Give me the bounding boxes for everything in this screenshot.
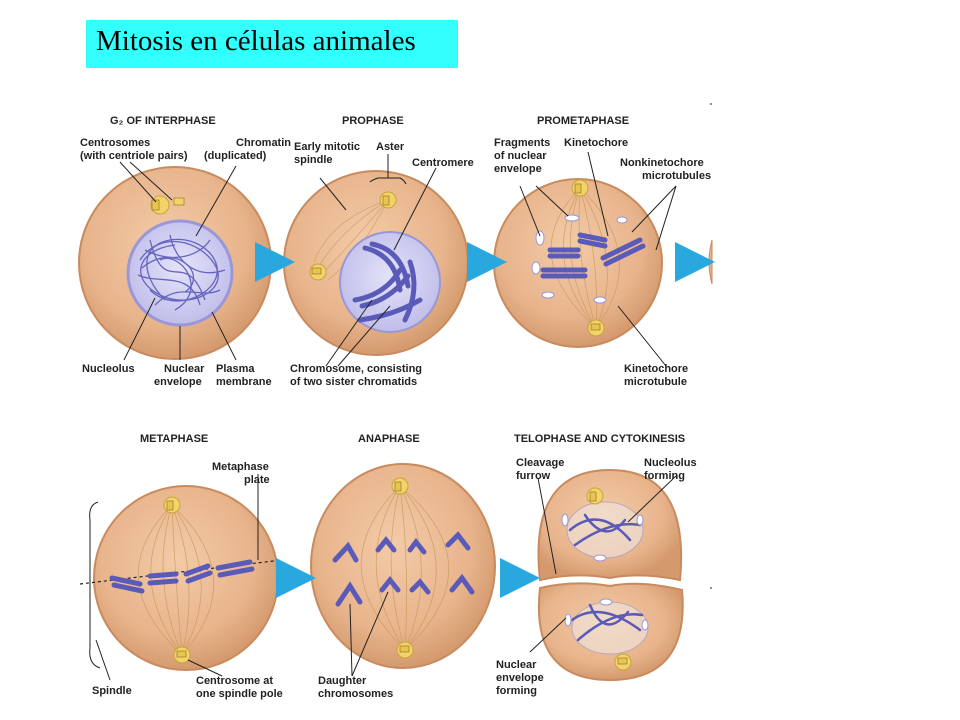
label-aster: Aster: [376, 141, 405, 153]
centrosome-metaphase-2: [173, 646, 191, 664]
label-nonkinetochore: Nonkinetochore microtubules: [620, 157, 711, 182]
cell-g2: [78, 166, 272, 360]
centrosome-anaphase-2: [396, 641, 414, 659]
centrosome-anaphase-1: [391, 477, 409, 495]
centrosome-prophase-2: [309, 263, 327, 281]
label-early-spindle: Early mitotic spindle: [294, 141, 363, 166]
stage-title-metaphase: METAPHASE: [140, 433, 208, 445]
prophase-chromosomes: [352, 241, 423, 323]
spindle-bracket: [89, 501, 101, 669]
label-nucleolus: Nucleolus: [82, 363, 135, 375]
stage-title-prometaphase: PROMETAPHASE: [537, 115, 629, 127]
label-kinetochore: Kinetochore: [564, 137, 628, 149]
label-envelope-forming: Nuclear envelope forming: [496, 659, 547, 697]
label-centromere: Centromere: [412, 157, 474, 169]
label-nuclear-envelope: Nuclear envelope: [154, 363, 207, 388]
leader-lines: [95, 151, 677, 681]
centrosome-metaphase-1: [163, 496, 181, 514]
label-cleavage: Cleavage furrow: [516, 457, 567, 482]
stage-arrows: [255, 242, 715, 598]
anaphase-chromosomes: [332, 531, 475, 607]
centrosome-prophase-1: [379, 191, 397, 209]
centrosome-telophase-2: [614, 653, 632, 671]
envelope-fragments: [531, 214, 628, 304]
cell-prometaphase: [493, 178, 663, 348]
metaphase-chromosomes: [109, 559, 255, 594]
stage-title-anaphase: ANAPHASE: [358, 433, 420, 445]
stage-title-g2: G₂ OF INTERPHASE: [110, 115, 216, 127]
label-plasma-membrane: Plasma membrane: [216, 363, 272, 388]
label-daughter: Daughter chromosomes: [318, 675, 393, 700]
stage-title-telophase: TELOPHASE AND CYTOKINESIS: [514, 433, 685, 445]
page-title: Mitosis en células animales: [96, 25, 416, 57]
prometaphase-chromosomes: [540, 232, 646, 279]
centrosome-prometaphase-2: [587, 319, 605, 337]
label-metaphase-plate: Metaphase plate: [212, 461, 272, 486]
cell-telophase: [537, 468, 684, 682]
envelope-forming-fragments: [561, 513, 649, 631]
label-kinetochore-microtubule: Kinetochore microtubule: [624, 363, 691, 388]
label-chromatin: Chromatin (duplicated): [204, 137, 294, 162]
stage-title-prophase: PROPHASE: [342, 115, 404, 127]
chromatin-tangle: [137, 234, 226, 311]
cell-metaphase: [79, 485, 283, 671]
title-banner: Mitosis en células animales: [86, 20, 458, 68]
centrosome-prometaphase-1: [571, 179, 589, 197]
next-cell-edge: [708, 239, 713, 285]
centrosome-telophase-1: [586, 487, 604, 505]
label-chromosome: Chromosome, consisting of two sister chr…: [290, 363, 425, 388]
centrosome-g2: [150, 195, 185, 215]
label-centrosome-pole: Centrosome at one spindle pole: [196, 675, 283, 700]
cell-anaphase: [310, 463, 496, 669]
label-centrosomes: Centrosomes (with centriole pairs): [80, 137, 188, 162]
label-nucleolus-forming: Nucleolus forming: [644, 457, 700, 482]
label-spindle: Spindle: [92, 685, 132, 697]
label-fragments: Fragments of nuclear envelope: [494, 137, 553, 175]
cell-prophase: [283, 170, 469, 356]
